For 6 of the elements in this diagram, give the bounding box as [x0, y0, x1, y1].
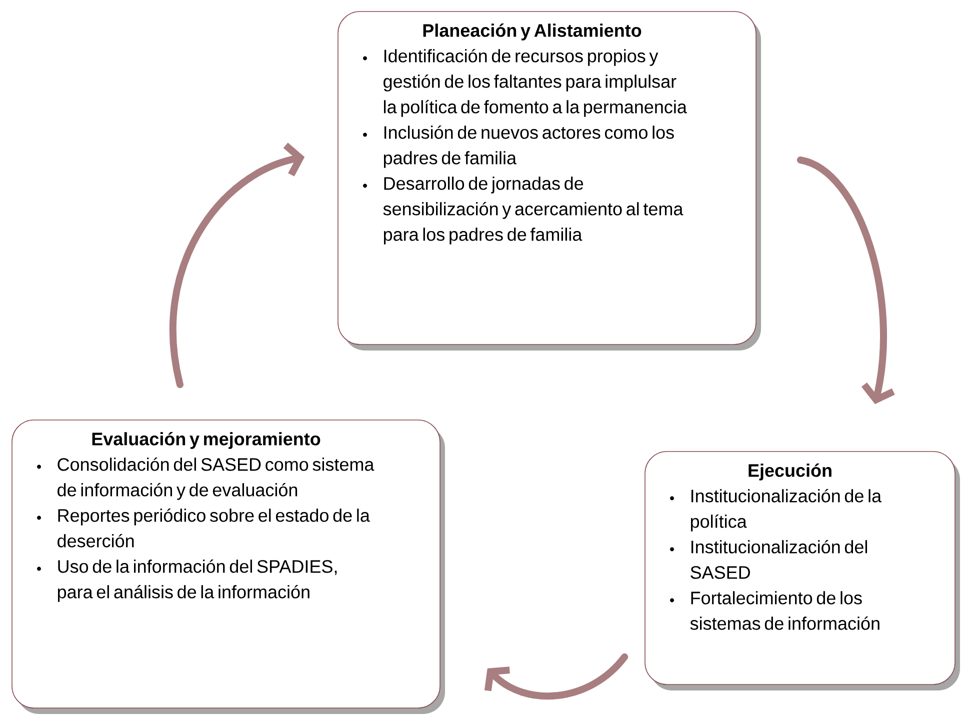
- process-box: Ejecución Institucionalización de la política Institucionalización del SASED Fortalecimiento de los sistemas de información: [644, 451, 960, 690]
- process-box: Planeación y Alistamiento Identificación de recursos propios y gestión de los faltantes para implulsar la política de fomento a la permanencia Inclusión de nuevos actores como los padres de familia Desarrollo de jornadas de sensibilización y acercamiento al tema para los padres de familia: [338, 11, 761, 350]
- curved-arrow: [796, 156, 895, 404]
- curved-arrow: [484, 653, 628, 700]
- process-box: Evaluación y mejoramiento Consolidación del SASED como sistema de información y de evaluación Reportes periódico sobre el estado de la deserción Uso de la información del SPADIES, para el análisis de la información: [12, 420, 445, 714]
- curved-arrow: [169, 142, 305, 388]
